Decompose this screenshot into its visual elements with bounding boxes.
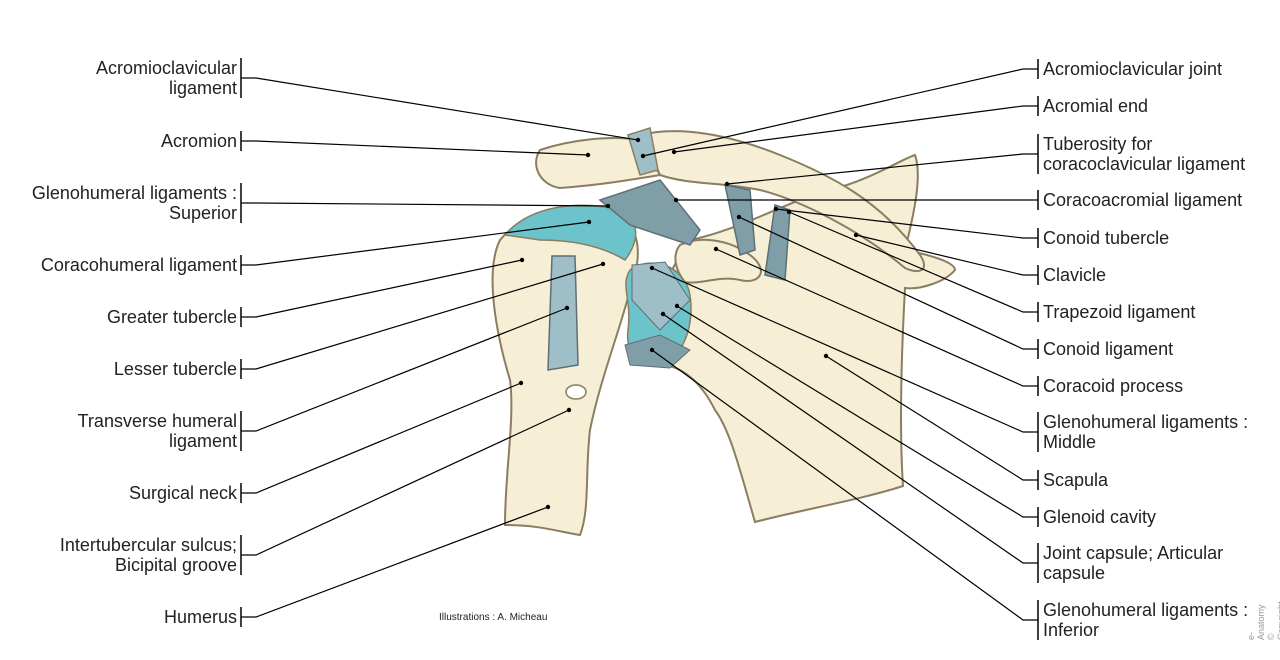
left-label: Lesser tubercle [113,359,237,379]
left-label: Acromion [160,131,237,151]
target-dot [566,407,572,413]
leader-line [241,140,589,156]
target-dot [518,380,524,386]
left-label: Surgical neck [128,483,237,503]
humeral-capsule [503,204,637,261]
right-label: Acromial end [1043,96,1149,116]
right-label: Conoid tubercle [1043,228,1170,248]
right-label: Glenoid cavity [1043,507,1157,527]
target-dot [713,246,719,252]
watermark: e-Anatomy © Copyright IMAIOS 2022 [1246,601,1280,640]
target-dot [649,265,655,271]
leader-line [651,267,1038,433]
right-label: Scapula [1043,470,1109,490]
left-label: Humerus [163,607,237,627]
right-label: Coracoid process [1043,376,1184,396]
leader-line [241,382,522,494]
target-dot [635,137,641,143]
target-dot [673,197,679,203]
target-dot [649,347,655,353]
leader-line [855,234,1038,276]
illustration-credit: Illustrations : A. Micheau [439,612,548,623]
leader-line [726,153,1038,185]
transverse-ligament-shape [547,255,579,371]
right-label: Acromioclavicular joint [1043,59,1223,79]
leader-line [662,313,1038,564]
target-dot [671,149,677,155]
target-dot [545,504,551,510]
target-dot [724,181,730,187]
target-dot [564,305,570,311]
target-dot [823,353,829,359]
leader-line [775,208,1038,239]
target-dot [586,219,592,225]
leader-line [788,211,1038,313]
watermark-copyright: © Copyright IMAIOS 2022 [1266,601,1280,640]
leader-line [715,248,1038,387]
target-dot [519,257,525,263]
biceps-tendon [565,384,587,400]
left-label: Intertubercular sulcus;Bicipital groove [59,535,237,575]
leader-line [241,202,609,207]
leader-line [738,216,1038,350]
right-label: Glenohumeral ligaments :Middle [1043,412,1249,452]
left-label: Glenohumeral ligaments :Superior [31,183,237,223]
leader-line [241,259,523,318]
leader-line [642,68,1038,157]
target-dot [640,153,646,159]
left-label: Greater tubercle [106,307,237,327]
target-dot [600,261,606,267]
leader-line [651,349,1038,621]
left-label: Coracohumeral ligament [40,255,237,275]
target-dot [585,152,591,158]
target-dot [773,206,779,212]
target-dot [853,232,859,238]
target-dot [674,303,680,309]
trapezoid-shape [724,184,756,256]
leader-line [241,409,570,556]
target-dot [736,214,742,220]
coracoacromial-shape [598,179,701,246]
target-dot [660,311,666,317]
right-label: Trapezoid ligament [1043,302,1196,322]
target-dot [605,203,611,209]
leader-line [241,77,639,141]
leader-lines [240,58,1039,640]
leader-line [676,305,1038,518]
leader-line [241,263,604,370]
right-label: Glenohumeral ligaments :Inferior [1043,600,1249,640]
clavicle-shape [638,130,925,273]
right-label: Conoid ligament [1043,339,1174,359]
leader-line [673,105,1038,153]
acromion-shape [535,137,662,190]
target-dot [786,209,792,215]
inferior-gh-shape [624,334,691,369]
leader-line [241,506,549,618]
scapula-shape [648,153,957,524]
leader-line [241,307,568,432]
watermark-brand: e-Anatomy [1246,604,1266,640]
right-label: Coracoacromial ligament [1043,190,1243,210]
leader-line [241,221,590,266]
right-label: Clavicle [1043,265,1107,285]
leader-line [825,355,1038,481]
